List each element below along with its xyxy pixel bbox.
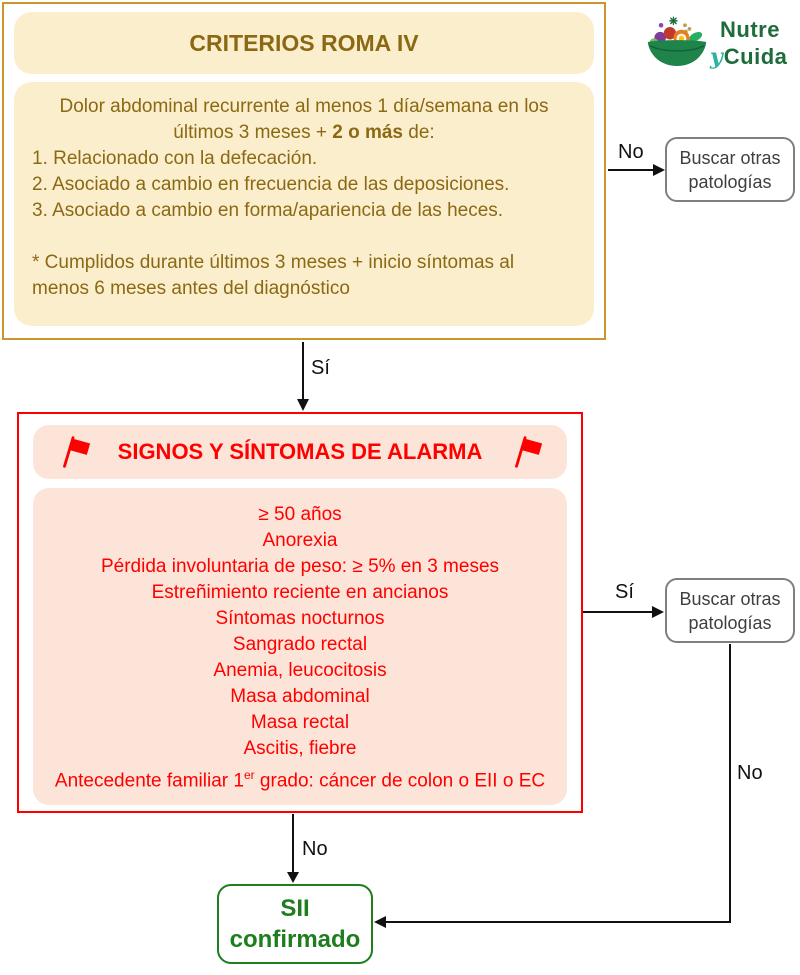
buscar-2-line2: patologías <box>688 612 772 633</box>
alarm-item-4: Estreñimiento reciente en ancianos <box>151 582 449 603</box>
label-si-right: Sí <box>615 581 634 603</box>
logo-text: Nutre yCuida <box>710 18 787 72</box>
roma-intro-line1: Dolor abdominal recurrente al menos 1 dí… <box>59 96 549 117</box>
buscar-otras-patologias-box-1: Buscar otras patologías <box>665 137 795 202</box>
logo-word-y: y <box>710 44 723 70</box>
roma-item-3: 3. Asociado a cambio en forma/apariencia… <box>32 200 504 221</box>
roma-item-1: 1. Relacionado con la defecación. <box>32 148 318 169</box>
roma-item-2: 2. Asociado a cambio en frecuencia de la… <box>32 174 510 195</box>
sii-line1: SII <box>280 895 310 922</box>
alarm-title: SIGNOS Y SÍNTOMAS DE ALARMA <box>117 439 483 464</box>
alarm-item-1: ≥ 50 años <box>258 504 342 525</box>
roma-intro-line2-post: de: <box>402 122 435 143</box>
arrowhead-right-1 <box>653 164 665 176</box>
red-flag-icon <box>515 436 543 468</box>
logo-word-nutre: Nutre <box>720 17 780 42</box>
arrowhead-down-2 <box>287 872 299 883</box>
alarm-item-8: Masa abdominal <box>230 686 370 707</box>
alarm-item-7: Anemia, leucocitosis <box>213 660 387 681</box>
roma-criteria-box: CRITERIOS ROMA IV Dolor abdominal recurr… <box>2 2 606 340</box>
roma-body-spacer <box>32 224 576 250</box>
label-no-top: No <box>618 141 644 163</box>
label-no-bottom: No <box>302 838 328 860</box>
sii-confirmado-box: SII confirmado <box>217 884 373 964</box>
buscar-1-line1: Buscar otras <box>679 147 781 168</box>
alarm-signs-box: SIGNOS Y SÍNTOMAS DE ALARMA ≥ 50 años An… <box>17 412 583 813</box>
alarm-item-3: Pérdida involuntaria de peso: ≥ 5% en 3 … <box>100 556 500 577</box>
buscar-2-line1: Buscar otras <box>679 588 781 609</box>
roma-intro-line2-bold: 2 o más <box>332 122 403 143</box>
alarm-item-11-pre: Antecedente familiar 1 <box>54 770 244 792</box>
alarm-header: SIGNOS Y SÍNTOMAS DE ALARMA <box>33 425 567 479</box>
roma-body: Dolor abdominal recurrente al menos 1 dí… <box>14 82 594 326</box>
alarm-item-5: Síntomas nocturnos <box>215 608 385 629</box>
food-bowl-icon <box>647 16 707 67</box>
roma-intro-line2: últimos 3 meses + 2 o más de: <box>32 120 576 146</box>
red-flag-icon <box>63 436 91 468</box>
alarm-item-2: Anorexia <box>262 530 338 551</box>
buscar-1-line2: patologías <box>688 171 772 192</box>
alarm-item-10: Ascitis, fiebre <box>243 738 357 759</box>
roma-note: * Cumplidos durante últimos 3 meses + in… <box>32 252 515 299</box>
label-si-top: Sí <box>311 357 330 379</box>
alarm-item-11: Antecedente familiar 1er grado: cáncer d… <box>33 762 567 794</box>
alarm-item-11-sup: er <box>243 768 255 782</box>
sii-line2: confirmado <box>229 926 361 953</box>
alarm-item-9: Masa rectal <box>250 712 350 733</box>
label-no-right: No <box>737 762 763 784</box>
arrowhead-right-2 <box>652 606 664 618</box>
alarm-item-11-post: grado: cáncer de colon o EII o EC <box>254 770 546 792</box>
logo-word-cuida: Cuida <box>723 44 788 69</box>
arrowhead-left-1 <box>374 916 386 928</box>
nutre-y-cuida-logo: Nutre yCuida <box>646 10 796 80</box>
buscar-otras-patologias-box-2: Buscar otras patologías <box>665 578 795 643</box>
arrowhead-down-1 <box>297 399 309 411</box>
alarm-list: ≥ 50 años Anorexia Pérdida involuntaria … <box>33 488 567 805</box>
roma-intro-line2-pre: últimos 3 meses + <box>173 122 333 143</box>
alarm-item-6: Sangrado rectal <box>232 634 368 655</box>
roma-title: CRITERIOS ROMA IV <box>14 12 594 74</box>
